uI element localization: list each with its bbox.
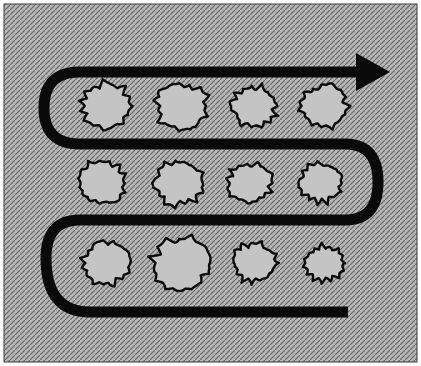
serpentine-diagram (0, 0, 421, 366)
diagram-frame (0, 0, 421, 366)
